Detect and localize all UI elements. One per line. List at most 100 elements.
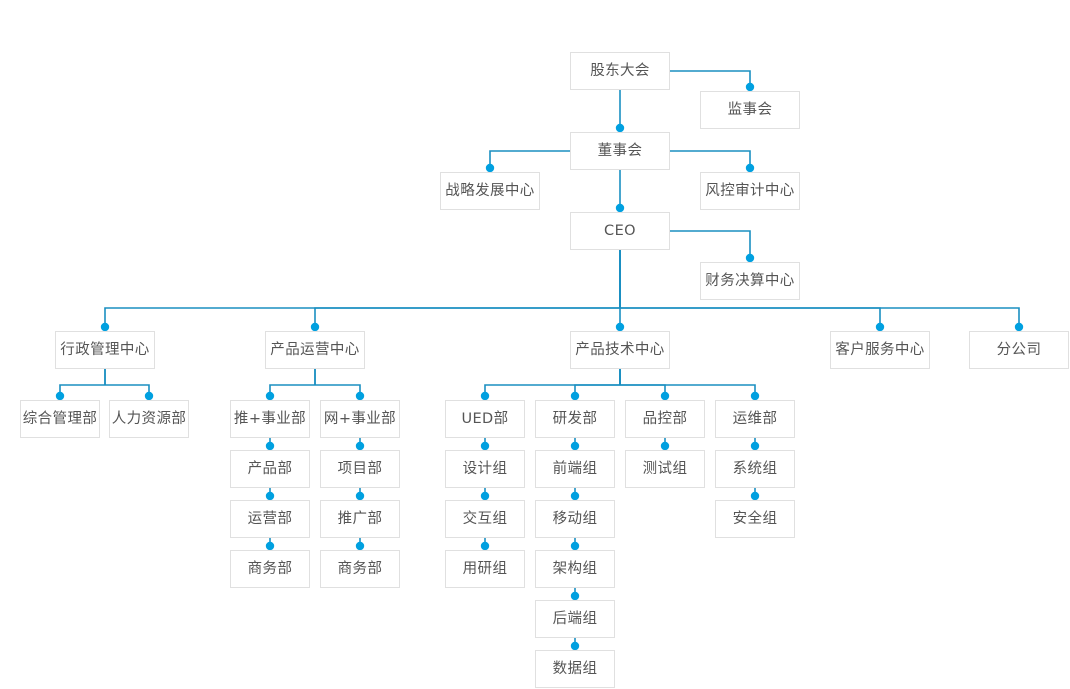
connector-dot (144, 391, 154, 401)
org-node-label: 综合管理部 (22, 410, 98, 427)
connector-trunk-branch (314, 307, 620, 331)
org-node[interactable]: 商务部 (320, 550, 400, 588)
org-node[interactable]: 分公司 (969, 331, 1069, 369)
org-node-label: 人力资源部 (111, 410, 187, 427)
connector-dot (355, 491, 365, 501)
org-node[interactable]: 用研组 (445, 550, 525, 588)
connector-dot (745, 253, 755, 263)
connector-trunk-branch (574, 384, 620, 400)
connector-dot (480, 541, 490, 551)
connector-dot (355, 541, 365, 551)
org-node[interactable]: 架构组 (535, 550, 615, 588)
org-node[interactable]: 产品运营中心 (265, 331, 365, 369)
connector-dot (750, 491, 760, 501)
connector-dot (480, 391, 490, 401)
connector-elbow (489, 150, 570, 172)
org-node-label: 股东大会 (590, 62, 650, 79)
org-node-label: 财务决算中心 (705, 272, 795, 289)
org-node[interactable]: 前端组 (535, 450, 615, 488)
org-node-label: 推广部 (337, 510, 383, 527)
org-node[interactable]: 客户服务中心 (830, 331, 930, 369)
org-node[interactable]: 系统组 (715, 450, 795, 488)
org-node-label: 运维部 (732, 410, 778, 427)
org-node-label: 监事会 (727, 101, 773, 118)
org-node[interactable]: 安全组 (715, 500, 795, 538)
org-node[interactable]: CEO (570, 212, 670, 250)
connector-elbow (670, 70, 751, 91)
org-node-label: 战略发展中心 (445, 182, 535, 199)
org-node[interactable]: 后端组 (535, 600, 615, 638)
org-node[interactable]: 监事会 (700, 91, 800, 129)
connector-trunk-branch (620, 307, 881, 331)
connector-trunk-branch (59, 384, 105, 400)
connector-dot (265, 391, 275, 401)
org-node[interactable]: 商务部 (230, 550, 310, 588)
org-node[interactable]: UED部 (445, 400, 525, 438)
org-node[interactable]: 运营部 (230, 500, 310, 538)
org-node[interactable]: 行政管理中心 (55, 331, 155, 369)
org-node[interactable]: 财务决算中心 (700, 262, 800, 300)
connector-dot (570, 641, 580, 651)
connector-dot (100, 322, 110, 332)
connector-dot (615, 203, 625, 213)
org-node-label: 数据组 (552, 660, 598, 677)
org-node[interactable]: 风控审计中心 (700, 172, 800, 210)
connector-dot (355, 391, 365, 401)
connector-dot (310, 322, 320, 332)
org-node[interactable]: 测试组 (625, 450, 705, 488)
org-node-label: 移动组 (552, 510, 598, 527)
connector-dot (485, 163, 495, 173)
org-node[interactable]: 项目部 (320, 450, 400, 488)
connector-dot (745, 82, 755, 92)
org-node-label: 用研组 (462, 560, 508, 577)
org-node-label: 商务部 (337, 560, 383, 577)
org-node[interactable]: 网+事业部 (320, 400, 400, 438)
org-node[interactable]: 股东大会 (570, 52, 670, 90)
org-node[interactable]: 推广部 (320, 500, 400, 538)
connector-trunk-branch (620, 384, 666, 400)
org-node-label: 董事会 (597, 142, 643, 159)
org-node-label: 安全组 (732, 510, 778, 527)
connector-dot (745, 163, 755, 173)
org-node[interactable]: 交互组 (445, 500, 525, 538)
org-node-label: CEO (604, 222, 636, 239)
org-node-label: 风控审计中心 (705, 182, 795, 199)
connector-trunk-branch (105, 384, 150, 400)
connector-dot (750, 441, 760, 451)
org-node[interactable]: 推+事业部 (230, 400, 310, 438)
org-node[interactable]: 产品技术中心 (570, 331, 670, 369)
connector-trunk-branch (620, 384, 756, 400)
org-node[interactable]: 设计组 (445, 450, 525, 488)
org-node-label: 分公司 (996, 341, 1042, 358)
connector-dot (570, 391, 580, 401)
org-node[interactable]: 移动组 (535, 500, 615, 538)
org-node[interactable]: 人力资源部 (109, 400, 189, 438)
org-node[interactable]: 董事会 (570, 132, 670, 170)
connector-dot (265, 491, 275, 501)
org-node-label: UED部 (461, 410, 509, 427)
connector-trunk-branch (484, 384, 620, 400)
connector-dot (1014, 322, 1024, 332)
connector-elbow (670, 150, 751, 172)
org-node-label: 前端组 (552, 460, 598, 477)
org-node[interactable]: 品控部 (625, 400, 705, 438)
connector-dot (615, 322, 625, 332)
connector-dot (570, 441, 580, 451)
org-node[interactable]: 战略发展中心 (440, 172, 540, 210)
org-node[interactable]: 研发部 (535, 400, 615, 438)
org-node-label: 测试组 (642, 460, 688, 477)
org-node[interactable]: 数据组 (535, 650, 615, 688)
connector-dot (570, 591, 580, 601)
org-node[interactable]: 综合管理部 (20, 400, 100, 438)
connector-trunk-branch (315, 384, 361, 400)
connector-dot (55, 391, 65, 401)
connector-trunk-branch (104, 307, 620, 331)
org-node[interactable]: 运维部 (715, 400, 795, 438)
connector-dot (355, 441, 365, 451)
connector-dot (750, 391, 760, 401)
org-node-label: 研发部 (552, 410, 598, 427)
org-node[interactable]: 产品部 (230, 450, 310, 488)
org-node-label: 客户服务中心 (835, 341, 925, 358)
org-node-label: 运营部 (247, 510, 293, 527)
org-node-label: 设计组 (462, 460, 508, 477)
